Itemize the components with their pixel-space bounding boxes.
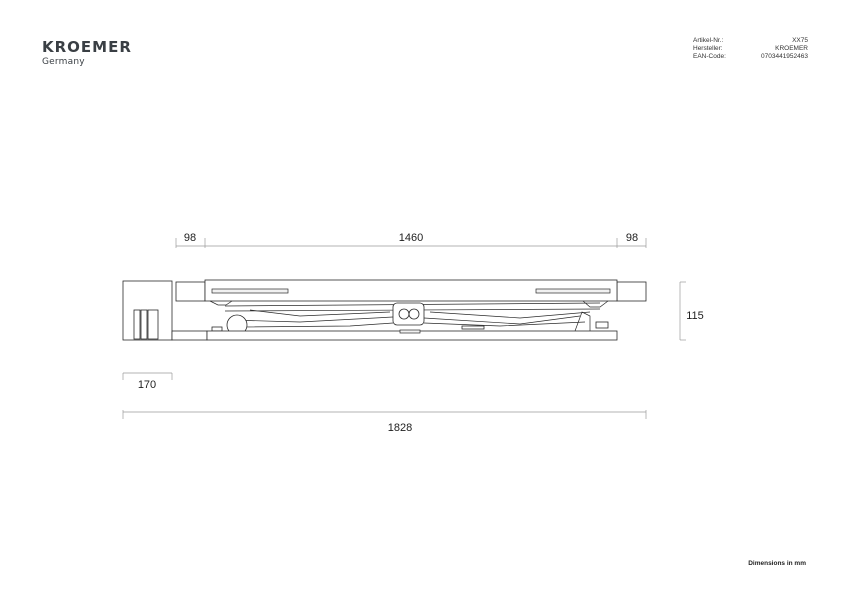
info-value: XX75: [792, 37, 808, 44]
dimension-label-middle: 1460: [399, 232, 423, 244]
dimension-label-end-left: 98: [184, 232, 196, 244]
info-label: Artikel-Nr.:: [693, 37, 724, 44]
info-value: KROEMER: [775, 45, 808, 52]
info-label: Hersteller:: [693, 45, 723, 52]
info-row-ean: EAN-Code: 0703441952463: [693, 53, 808, 61]
left-end-cap: [175, 281, 206, 302]
dimension-label-end-right: 98: [626, 232, 638, 244]
info-row-article: Artikel-Nr.: XX75: [693, 37, 808, 45]
dimension-label-extension: 170: [138, 379, 156, 391]
dimension-overall: 1828: [122, 410, 647, 434]
dimension-label-overall: 1828: [388, 422, 412, 434]
units-note: Dimensions in mm: [748, 560, 806, 567]
dimension-label-height: 115: [686, 310, 704, 322]
bottom-extension: [171, 330, 208, 341]
dimension-extension: 170: [122, 372, 173, 391]
product-side-view: [122, 279, 647, 341]
brand-country: Germany: [42, 57, 85, 67]
info-label: EAN-Code:: [693, 53, 726, 60]
info-row-manufacturer: Hersteller: KROEMER: [693, 45, 808, 53]
brand-name: KROEMER: [42, 38, 132, 56]
left-housing: [122, 280, 173, 341]
dimension-height: 115: [679, 281, 704, 341]
info-value: 0703441952463: [761, 53, 808, 60]
product-info-block: Artikel-Nr.: XX75 Hersteller: KROEMER EA…: [693, 37, 808, 61]
brand-logo: KROEMER Germany: [42, 38, 132, 67]
dimension-top-chain: 98 1460 98: [175, 232, 647, 248]
right-end-cap: [616, 281, 647, 302]
top-bar: [204, 279, 618, 302]
